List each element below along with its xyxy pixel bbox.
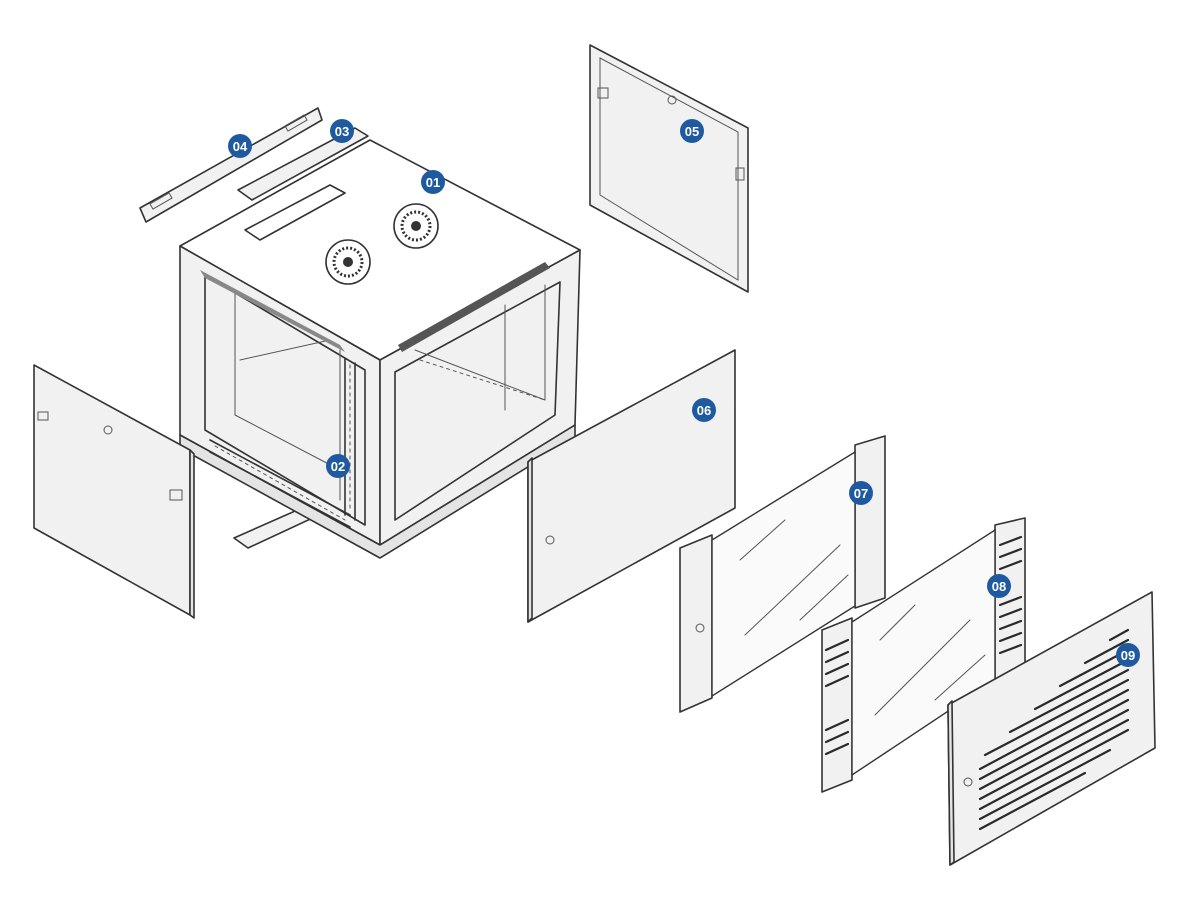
callout-09: 09: [1116, 643, 1140, 667]
fan-icon: [393, 203, 439, 249]
callout-label: 03: [335, 124, 349, 139]
vent-slots: [824, 535, 1023, 756]
cable-entry-strip: [139, 107, 323, 223]
callout-label: 01: [426, 175, 440, 190]
callout-label: 06: [697, 403, 711, 418]
side-panel: [527, 349, 736, 623]
callout-08: 08: [987, 574, 1011, 598]
callout-03: 03: [330, 119, 354, 143]
callout-06: 06: [692, 398, 716, 422]
left-side-panel: [33, 364, 195, 619]
callout-01: 01: [421, 170, 445, 194]
callout-label: 08: [992, 579, 1006, 594]
fan-icon: [325, 239, 371, 285]
callout-label: 05: [685, 124, 699, 139]
glass-door: [679, 435, 886, 713]
callout-label: 07: [854, 486, 868, 501]
callout-07: 07: [849, 481, 873, 505]
cabinet-body: [179, 139, 581, 559]
callout-05: 05: [680, 119, 704, 143]
callout-04: 04: [228, 134, 252, 158]
callout-label: 09: [1121, 648, 1135, 663]
callout-label: 04: [233, 139, 248, 154]
callout-label: 02: [331, 459, 345, 474]
callout-02: 02: [326, 454, 350, 478]
rear-panel: [589, 44, 749, 293]
vented-glass-door: [821, 517, 1026, 793]
top-slot-cover: [237, 127, 369, 201]
